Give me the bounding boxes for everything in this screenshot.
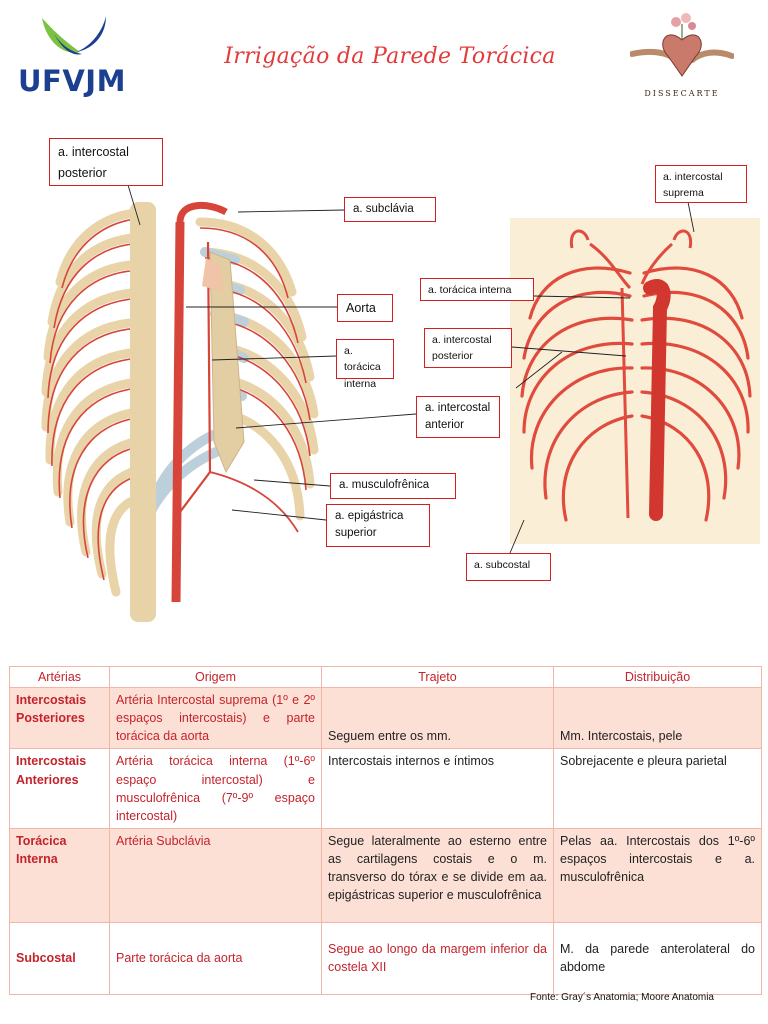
table-row: Torácica Interna Artéria Subclávia Segue… — [9, 827, 762, 923]
cell-artery-name: Subcostal — [9, 921, 110, 995]
label-subcostal: a. subcostal — [466, 553, 551, 581]
source-citation: Fonte: Gray´s Anatomia; Moore Anatomia — [530, 992, 714, 1003]
dissecarte-logo-text: DISSECARTE — [644, 89, 720, 98]
cast-internal-thoracic — [620, 287, 630, 519]
subclavian-artery — [176, 201, 228, 223]
rib-arteries — [47, 217, 311, 581]
cell-trajeto: Segue ao longo da margem inferior da cos… — [321, 921, 554, 995]
cell-distribuicao: Sobrejacente e pleura parietal — [553, 748, 762, 829]
label-toracica-interna-left: a. torácica interna — [336, 339, 394, 390]
ufvjm-logo: UFVJM — [14, 12, 125, 98]
cast-top — [569, 229, 693, 290]
ufvjm-swoosh-icon — [42, 16, 106, 55]
col-header-origem: Origem — [109, 666, 322, 688]
cell-distribuicao: M. da parede anterolateral do abdome — [553, 921, 762, 995]
col-header-trajeto: Trajeto — [321, 666, 554, 688]
cell-origem: Parte torácica da aorta — [109, 921, 322, 995]
label-subclavia: a. subclávia — [344, 197, 436, 222]
cell-origem: Artéria Subclávia — [109, 827, 322, 923]
cell-trajeto: Segue lateralmente ao esterno entre as c… — [321, 827, 554, 923]
label-intercostal-posterior-left: a. intercostal posterior — [49, 138, 163, 186]
label-aorta: Aorta — [337, 294, 393, 322]
table-header-row: Artérias Origem Trajeto Distribuição — [9, 666, 762, 688]
table-row: Subcostal Parte torácica da aorta Segue … — [9, 921, 762, 995]
cell-distribuicao: Pelas aa. Intercostais dos 1º-6º espaços… — [553, 827, 762, 923]
cell-origem: Artéria Intercostal suprema (1º e 2º esp… — [109, 686, 322, 750]
cell-trajeto: Seguem entre os mm. — [321, 686, 554, 750]
thoracic-aorta — [171, 221, 185, 603]
table-row: Intercostais Anteriores Artéria torácica… — [9, 748, 762, 829]
cell-artery-name: Torácica Interna — [9, 827, 110, 923]
page-title: Irrigação da Parede Torácica — [224, 44, 556, 69]
cell-distribuicao: Mm. Intercostais, pele — [553, 686, 762, 750]
cell-origem: Artéria torácica interna (1º-6º espaço i… — [109, 748, 322, 829]
cast-aorta — [643, 279, 671, 521]
label-toracica-interna-right: a. torácica interna — [420, 278, 534, 301]
musculophrenic-artery — [209, 471, 299, 533]
label-epigastrica-superior: a. epigástrica superior — [326, 504, 430, 547]
col-header-distribuicao: Distribuição — [553, 666, 762, 688]
table-row: Intercostais Posteriores Artéria Interco… — [9, 686, 762, 750]
label-musculofrenica: a. musculofrênica — [330, 473, 456, 499]
col-header-arterias: Artérias — [9, 666, 110, 688]
label-intercostal-anterior: a. intercostal anterior — [416, 396, 500, 438]
cell-trajeto: Intercostais internos e íntimos — [321, 748, 554, 829]
label-intercostal-posterior-right: a. intercostal posterior — [424, 328, 512, 368]
cell-artery-name: Intercostais Posteriores — [9, 686, 110, 750]
thoracic-wall-illustration — [41, 201, 319, 622]
dissecarte-logo: DISSECARTE — [629, 10, 735, 104]
ufvjm-logo-text: UFVJM — [18, 64, 126, 98]
label-intercostal-suprema: a. intercostal suprema — [655, 165, 747, 203]
cell-artery-name: Intercostais Anteriores — [9, 748, 110, 829]
clavicle-stump — [202, 258, 224, 292]
vertebral-column — [130, 202, 156, 622]
arterial-cast-illustration — [510, 218, 760, 544]
arteries-table: Artérias Origem Trajeto Distribuição Int… — [9, 666, 762, 995]
ribs-left — [41, 207, 155, 597]
heart-hands-icon — [629, 13, 735, 77]
